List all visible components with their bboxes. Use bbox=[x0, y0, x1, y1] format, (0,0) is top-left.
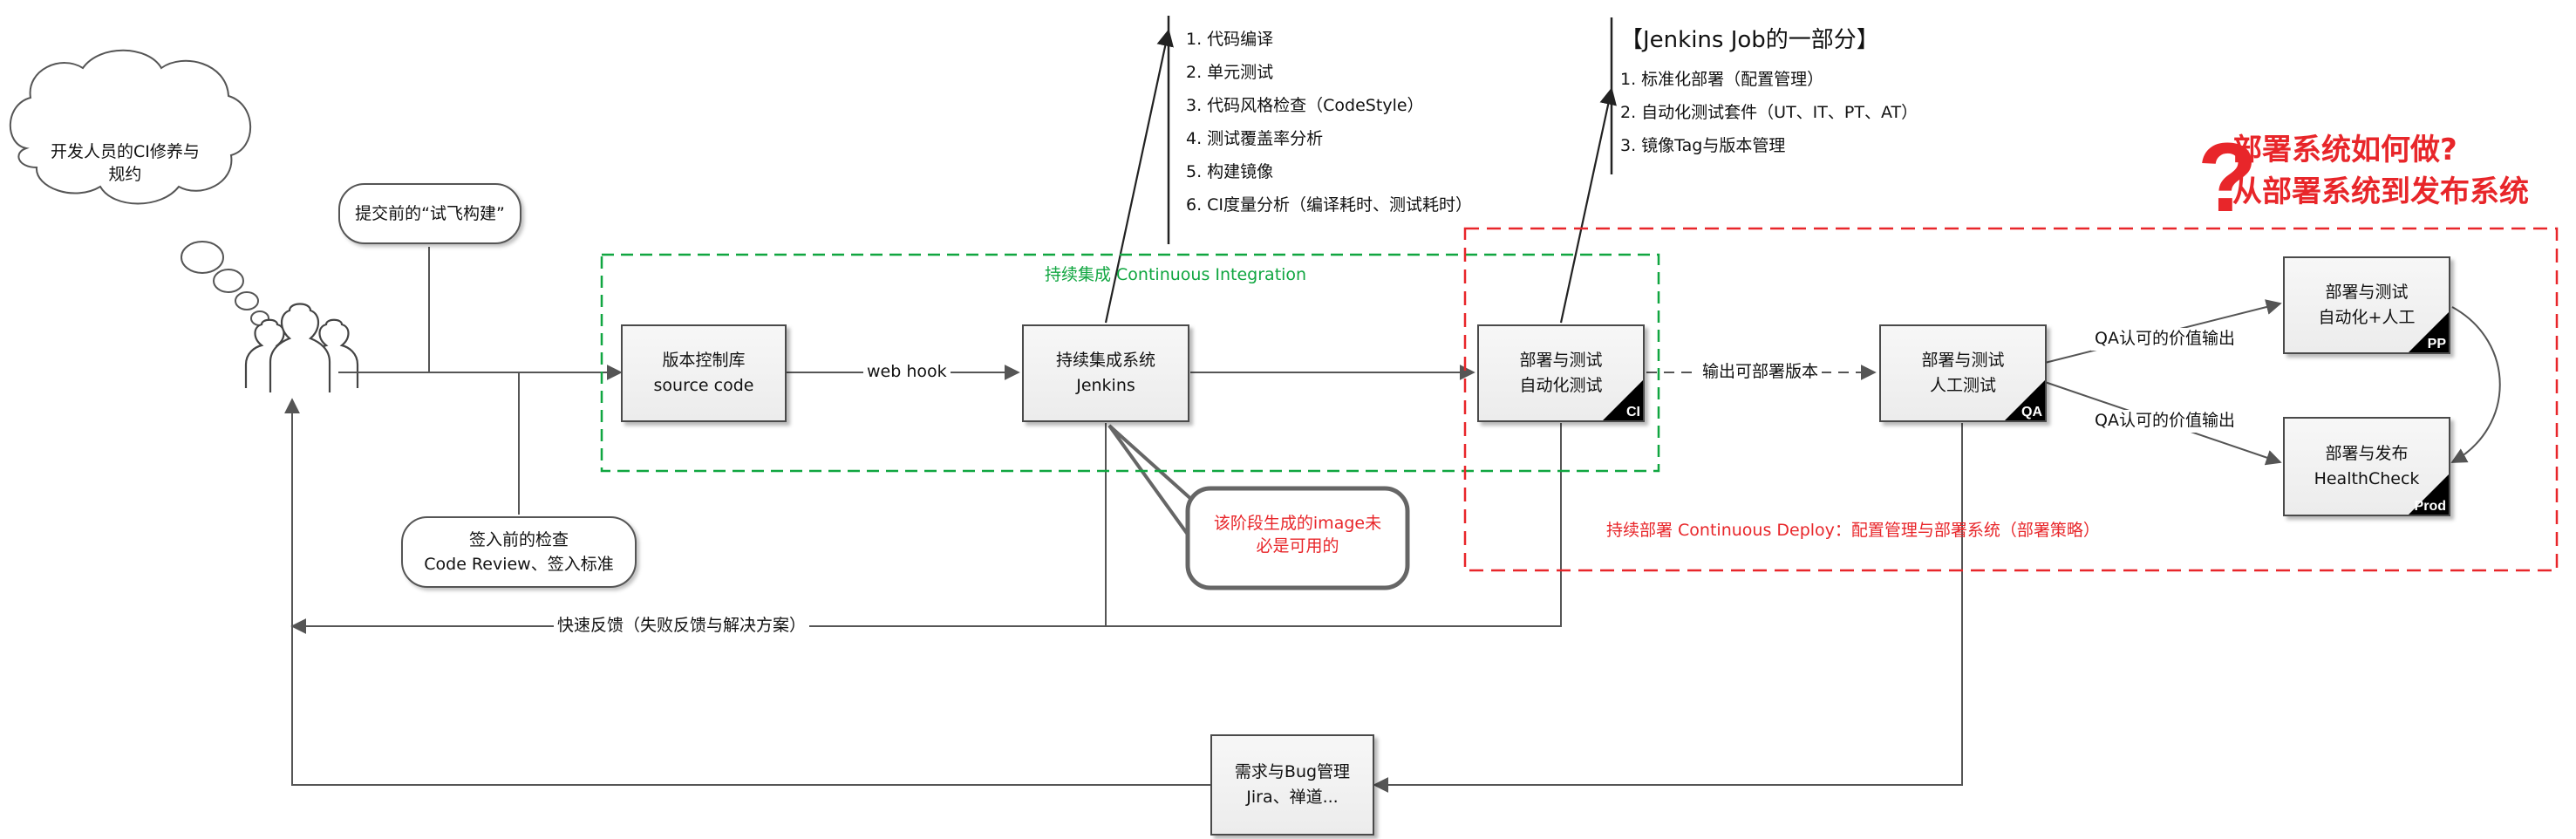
question-line1: 部署系统如何做? bbox=[2232, 133, 2457, 167]
env-tag-corner bbox=[2409, 312, 2449, 352]
pre-checkin-line2: Code Review、签入标准 bbox=[424, 555, 614, 574]
ci-system-box: 持续集成系统 Jenkins bbox=[1022, 324, 1189, 422]
fast-feedback-label: 快速反馈（失败反馈与解决方案） bbox=[554, 615, 810, 638]
ci-step: 3. 代码风格检查（CodeStyle） bbox=[1186, 96, 1424, 115]
ci-system-title: 持续集成系统 bbox=[1055, 350, 1155, 370]
users-icon bbox=[244, 303, 359, 392]
deploy-ci-subtitle: 自动化测试 bbox=[1519, 376, 1603, 395]
deploy-prod-box: 部署与发布 HealthCheck Prod bbox=[2283, 417, 2450, 516]
qa-value-label-bottom: QA认可的价值输出 bbox=[2091, 410, 2239, 433]
deploy-prod-subtitle: HealthCheck bbox=[2314, 469, 2420, 488]
deployable-version-label: 输出可部署版本 bbox=[1699, 361, 1823, 384]
callout-line1: 该阶段生成的image未 bbox=[1213, 514, 1382, 533]
env-tag-ci: CI bbox=[1626, 405, 1640, 420]
env-tag-pp: PP bbox=[2427, 337, 2446, 351]
vcs-subtitle: source code bbox=[653, 376, 754, 395]
thought-cloud-line1: 开发人员的CI修养与 bbox=[51, 142, 200, 161]
deploy-prod-title: 部署与发布 bbox=[2325, 443, 2409, 463]
ci-step: 1. 代码编译 bbox=[1186, 30, 1274, 49]
callout-text: 该阶段生成的image未 必是可用的 bbox=[1188, 513, 1407, 557]
ci-step: 5. 构建镜像 bbox=[1186, 162, 1274, 181]
question-mark-icon: ? bbox=[2198, 123, 2257, 232]
ci-step: 4. 测试覆盖率分析 bbox=[1186, 129, 1324, 148]
ci-region-label: 持续集成 Continuous Integration bbox=[1045, 265, 1307, 284]
deploy-ci-title: 部署与测试 bbox=[1519, 350, 1603, 370]
bug-mgmt-subtitle: Jira、禅道... bbox=[1246, 788, 1339, 807]
deploy-pp-subtitle: 自动化+人工 bbox=[2318, 308, 2416, 327]
jenkins-job-item: 3. 镜像Tag与版本管理 bbox=[1620, 136, 1786, 155]
env-tag-corner bbox=[2005, 380, 2045, 420]
deploy-qa-title: 部署与测试 bbox=[1921, 350, 2005, 370]
question-line2: 从部署系统到发布系统 bbox=[2232, 174, 2529, 209]
web-hook-label: web hook bbox=[863, 361, 951, 384]
thought-cloud-line2: 规约 bbox=[108, 164, 142, 184]
ci-system-subtitle: Jenkins bbox=[1076, 376, 1135, 395]
env-tag-corner bbox=[1603, 380, 1643, 420]
vcs-box: 版本控制库 source code bbox=[621, 324, 787, 422]
pre-checkin-bubble: 签入前的检查 Code Review、签入标准 bbox=[401, 516, 637, 588]
trial-build-label: 提交前的“试飞构建” bbox=[355, 203, 505, 223]
bug-mgmt-title: 需求与Bug管理 bbox=[1234, 761, 1351, 781]
cd-region-border bbox=[1463, 227, 2559, 572]
question-text: 部署系统如何做? 从部署系统到发布系统 bbox=[2232, 129, 2529, 213]
ci-steps-list: 1. 代码编译 2. 单元测试 3. 代码风格检查（CodeStyle） 4. … bbox=[1186, 23, 1472, 222]
ci-step: 2. 单元测试 bbox=[1186, 63, 1274, 82]
callout-shape bbox=[1185, 486, 1410, 590]
bug-mgmt-box: 需求与Bug管理 Jira、禅道... bbox=[1210, 734, 1374, 836]
trial-build-bubble: 提交前的“试飞构建” bbox=[338, 183, 521, 244]
vcs-title: 版本控制库 bbox=[662, 350, 746, 370]
pre-checkin-line1: 签入前的检查 bbox=[468, 529, 569, 549]
ci-region-border bbox=[600, 253, 1660, 473]
jenkins-job-list: 【Jenkins Job的一部分】 1. 标准化部署（配置管理） 2. 自动化测… bbox=[1620, 23, 1918, 162]
env-tag-corner bbox=[2409, 474, 2449, 515]
jenkins-job-item: 1. 标准化部署（配置管理） bbox=[1620, 70, 1824, 89]
arrow-to-ci-steps bbox=[1104, 29, 1174, 324]
jenkins-job-item: 2. 自动化测试套件（UT、IT、PT、AT） bbox=[1620, 103, 1918, 122]
qa-value-label-top: QA认可的价值输出 bbox=[2091, 328, 2239, 351]
callout-line2: 必是可用的 bbox=[1256, 535, 1339, 556]
env-tag-prod: Prod bbox=[2414, 499, 2446, 514]
env-tag-qa: QA bbox=[2021, 405, 2042, 420]
thought-cloud-text: 开发人员的CI修养与 规约 bbox=[51, 141, 200, 186]
deploy-qa-box: 部署与测试 人工测试 QA bbox=[1879, 324, 2047, 422]
deploy-qa-subtitle: 人工测试 bbox=[1929, 376, 1996, 395]
deploy-pp-box: 部署与测试 自动化+人工 PP bbox=[2283, 256, 2450, 354]
arrow-to-jenkins-job bbox=[1559, 87, 1617, 324]
deploy-pp-title: 部署与测试 bbox=[2325, 282, 2409, 302]
cd-region-label: 持续部署 Continuous Deploy：配置管理与部署系统（部署策略） bbox=[1606, 521, 2100, 540]
thought-cloud-shape bbox=[9, 49, 269, 326]
deploy-ci-box: 部署与测试 自动化测试 CI bbox=[1477, 324, 1645, 422]
jenkins-job-title: 【Jenkins Job的一部分】 bbox=[1620, 27, 1879, 53]
ci-step: 6. CI度量分析（编译耗时、测试耗时） bbox=[1186, 195, 1473, 215]
